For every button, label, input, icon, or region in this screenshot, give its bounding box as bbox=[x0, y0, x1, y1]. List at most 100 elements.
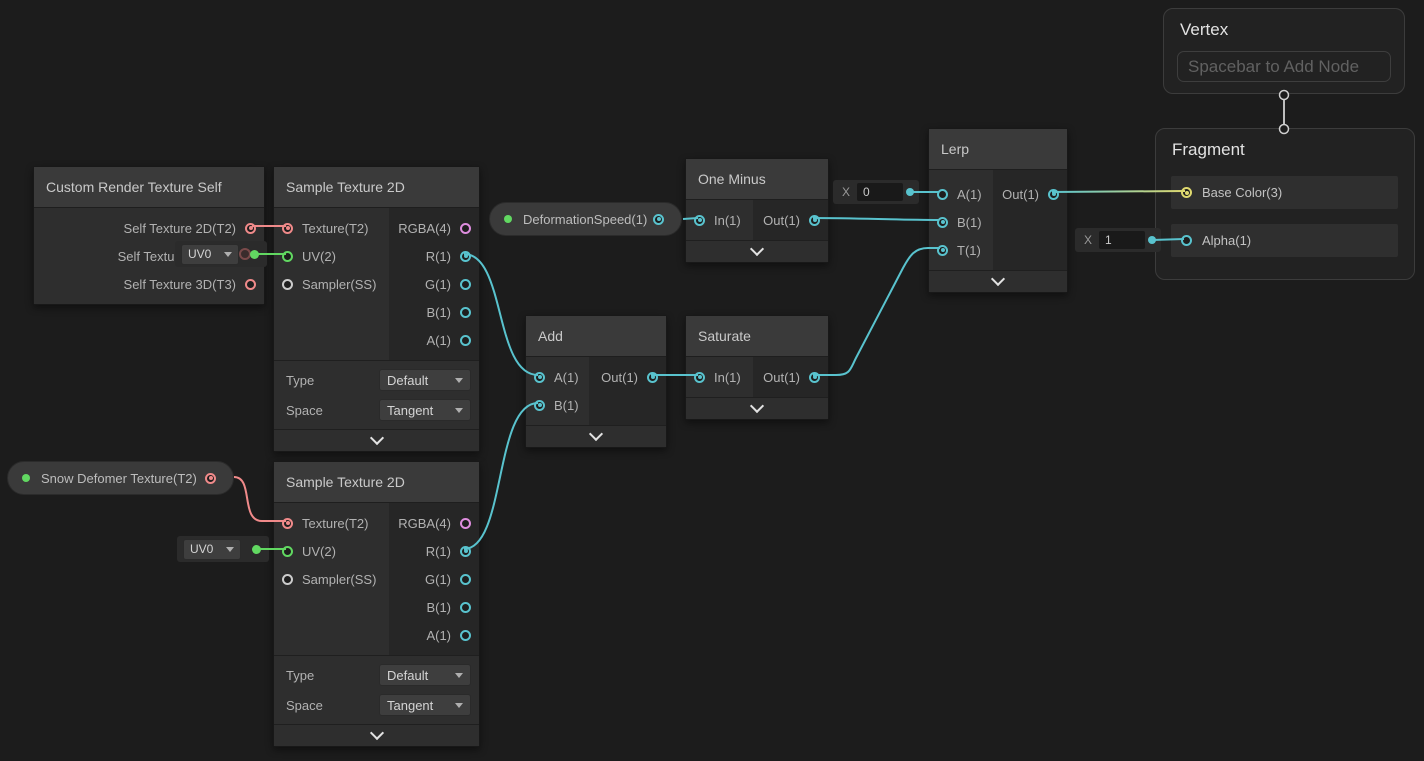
node-title[interactable]: Sample Texture 2D bbox=[274, 462, 479, 503]
node-add[interactable]: Add A(1) B(1) Out(1) bbox=[525, 315, 667, 448]
property-label: Snow Defomer Texture(T2) bbox=[41, 470, 197, 486]
port-b-in[interactable] bbox=[534, 399, 545, 411]
fragment-row-alpha[interactable]: Alpha(1) bbox=[1171, 224, 1398, 257]
node-fragment-stack[interactable]: Fragment Base Color(3) Alpha(1) bbox=[1155, 128, 1415, 280]
port-out[interactable] bbox=[809, 214, 820, 226]
property-deformation-speed[interactable]: DeformationSpeed(1) bbox=[489, 202, 682, 236]
port-property-out[interactable] bbox=[653, 213, 664, 225]
dropdown-value: Default bbox=[387, 667, 429, 683]
output-row: B(1) bbox=[389, 298, 479, 326]
node-vertex-stack[interactable]: Vertex Spacebar to Add Node bbox=[1163, 8, 1405, 94]
default-connection-dot-icon bbox=[906, 188, 914, 196]
node-title[interactable]: Lerp bbox=[929, 129, 1067, 170]
input-row: B(1) bbox=[526, 391, 589, 419]
port-self-texture-2d[interactable] bbox=[245, 222, 256, 234]
port-label: Self Texture 3D(T3) bbox=[123, 276, 236, 292]
port-a-in[interactable] bbox=[534, 371, 545, 383]
port-r-out[interactable] bbox=[460, 545, 471, 557]
port-out[interactable] bbox=[809, 371, 820, 383]
port-texture-in[interactable] bbox=[282, 222, 293, 234]
port-base-color[interactable] bbox=[1181, 187, 1192, 198]
port-self-texture-3d[interactable] bbox=[245, 278, 256, 290]
dropdown-arrow-icon bbox=[455, 407, 463, 413]
collapse-toggle[interactable] bbox=[274, 429, 479, 451]
node-title: Vertex bbox=[1180, 20, 1229, 39]
chevron-down-icon bbox=[749, 398, 765, 414]
port-label: Out(1) bbox=[763, 369, 800, 385]
type-dropdown[interactable]: Default bbox=[379, 369, 471, 391]
node-saturate[interactable]: Saturate In(1) Out(1) bbox=[685, 315, 829, 420]
port-t-in[interactable] bbox=[937, 244, 948, 256]
output-row: Out(1) bbox=[993, 180, 1067, 208]
node-title[interactable]: One Minus bbox=[686, 159, 828, 200]
output-row: Self Texture bbox=[34, 242, 264, 270]
port-r-out[interactable] bbox=[460, 250, 471, 262]
control-label: Type bbox=[286, 667, 315, 683]
port-a-in[interactable] bbox=[937, 188, 948, 200]
port-label: A(1) bbox=[957, 186, 982, 202]
node-one-minus[interactable]: One Minus In(1) Out(1) bbox=[685, 158, 829, 263]
port-alpha[interactable] bbox=[1181, 235, 1192, 246]
node-custom-render-texture-self[interactable]: Custom Render Texture Self Self Texture … bbox=[33, 166, 265, 305]
port-b-out[interactable] bbox=[460, 306, 471, 318]
port-a-out[interactable] bbox=[460, 629, 471, 641]
spacebar-hint: Spacebar to Add Node bbox=[1177, 51, 1391, 82]
node-sample-texture-2d-top[interactable]: Sample Texture 2D Texture(T2) UV(2) Samp… bbox=[273, 166, 480, 452]
collapse-toggle[interactable] bbox=[929, 270, 1067, 292]
port-out[interactable] bbox=[647, 371, 658, 383]
node-sample-texture-2d-bottom[interactable]: Sample Texture 2D Texture(T2) UV(2) Samp… bbox=[273, 461, 480, 747]
output-row: RGBA(4) bbox=[389, 214, 479, 242]
collapse-toggle[interactable] bbox=[686, 240, 828, 262]
collapse-toggle[interactable] bbox=[686, 397, 828, 419]
collapse-toggle[interactable] bbox=[526, 425, 666, 447]
type-dropdown[interactable]: Default bbox=[379, 664, 471, 686]
port-g-out[interactable] bbox=[460, 278, 471, 290]
port-b-in[interactable] bbox=[937, 216, 948, 228]
port-texture-in[interactable] bbox=[282, 517, 293, 529]
chevron-down-icon bbox=[369, 430, 384, 446]
port-rgba-out[interactable] bbox=[460, 222, 471, 234]
node-title[interactable]: Custom Render Texture Self bbox=[34, 167, 264, 208]
property-snow-deformer-texture[interactable]: Snow Defomer Texture(T2) bbox=[7, 461, 234, 495]
node-lerp[interactable]: Lerp A(1) B(1) T(1) Out(1) bbox=[928, 128, 1068, 293]
output-row: Self Texture 2D(T2) bbox=[34, 214, 264, 242]
port-b-out[interactable] bbox=[460, 601, 471, 613]
uv-channel-dropdown[interactable]: UV0 bbox=[183, 538, 241, 560]
control-row-type: Type Default bbox=[274, 660, 479, 690]
dropdown-value: Tangent bbox=[387, 697, 434, 713]
dropdown-arrow-icon bbox=[455, 702, 463, 708]
dropdown-arrow-icon bbox=[224, 251, 232, 257]
port-sampler-in[interactable] bbox=[282, 278, 293, 290]
node-title[interactable]: Add bbox=[526, 316, 666, 357]
port-in[interactable] bbox=[694, 371, 705, 383]
port-out[interactable] bbox=[1048, 188, 1059, 200]
x-component-label: X bbox=[842, 185, 851, 199]
uv-channel-widget-top: UV0 bbox=[175, 241, 267, 267]
port-property-out[interactable] bbox=[205, 472, 216, 484]
node-title[interactable]: Sample Texture 2D bbox=[274, 167, 479, 208]
value-field[interactable]: 0 bbox=[857, 183, 903, 201]
wire-saturate-to-lerp-t[interactable] bbox=[813, 247, 940, 376]
collapse-toggle[interactable] bbox=[274, 724, 479, 746]
port-in[interactable] bbox=[694, 214, 705, 226]
port-label: In(1) bbox=[714, 369, 741, 385]
uv-channel-dropdown[interactable]: UV0 bbox=[181, 243, 239, 265]
dropdown-value: UV0 bbox=[190, 542, 214, 556]
wire-oneminus-to-lerp-b[interactable] bbox=[812, 217, 940, 221]
exposed-property-dot-icon bbox=[504, 215, 512, 223]
control-label: Space bbox=[286, 697, 323, 713]
fragment-row-base-color[interactable]: Base Color(3) bbox=[1171, 176, 1398, 209]
node-title[interactable]: Saturate bbox=[686, 316, 828, 357]
port-label: Sampler(SS) bbox=[302, 571, 377, 587]
control-label: Type bbox=[286, 372, 315, 388]
port-sampler-in[interactable] bbox=[282, 573, 293, 585]
space-dropdown[interactable]: Tangent bbox=[379, 694, 471, 716]
port-a-out[interactable] bbox=[460, 334, 471, 346]
space-dropdown[interactable]: Tangent bbox=[379, 399, 471, 421]
port-g-out[interactable] bbox=[460, 573, 471, 585]
value-field[interactable]: 1 bbox=[1099, 231, 1145, 249]
port-uv-in[interactable] bbox=[282, 250, 293, 262]
port-uv-in[interactable] bbox=[282, 545, 293, 557]
port-rgba-out[interactable] bbox=[460, 517, 471, 529]
